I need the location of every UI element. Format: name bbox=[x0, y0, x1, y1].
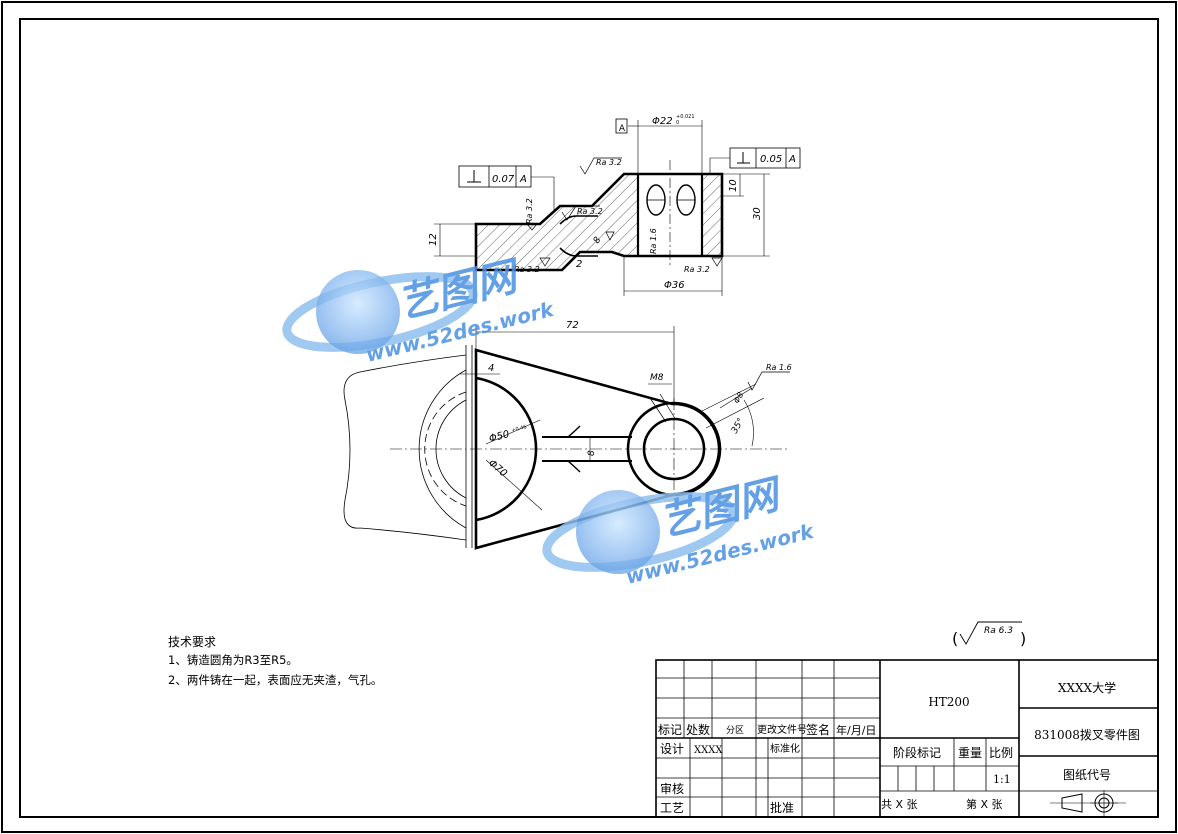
phi50-tolerance: +0.46 bbox=[511, 424, 527, 434]
angle-35: 35° bbox=[730, 417, 747, 436]
dim-72: 72 bbox=[566, 320, 579, 331]
svg-text:): ) bbox=[1020, 629, 1026, 648]
label-change-doc: 更改文件号 bbox=[757, 723, 807, 736]
perp-left-tolerance: 0.07 bbox=[492, 174, 515, 185]
roughness-top: Ra 3.2 bbox=[596, 158, 622, 167]
perp-right-datum: A bbox=[788, 154, 796, 165]
dim-10: 10 bbox=[728, 179, 739, 192]
scale-value: 1:1 bbox=[993, 773, 1011, 786]
dim-phi36: Φ36 bbox=[664, 280, 685, 291]
dim-2: 2 bbox=[576, 259, 582, 270]
dim-12: 12 bbox=[428, 233, 439, 246]
roughness-general: Ra 6.3 bbox=[984, 626, 1013, 636]
svg-text:(: ( bbox=[952, 629, 958, 648]
dim-8-arm: 8 bbox=[587, 450, 597, 456]
label-zone: 分区 bbox=[726, 725, 744, 736]
sheet-number: 第 X 张 bbox=[966, 797, 1003, 811]
label-drawing-code: 图纸代号 bbox=[1063, 768, 1111, 782]
tech-requirements: 技术要求 1、铸造圆角为R3至R5。 2、两件铸在一起，表面应无夹渣，气孔。 bbox=[168, 635, 382, 687]
dim-30: 30 bbox=[752, 207, 763, 220]
watermark-2: 艺图网 www.52des.work bbox=[542, 471, 817, 589]
roughness-bottom-left: Ra 3.2 bbox=[514, 265, 540, 274]
bore-tol-upper: +0.021 bbox=[676, 114, 695, 120]
designer-name: XXXX bbox=[694, 745, 723, 756]
label-date: 年/月/日 bbox=[836, 723, 876, 737]
label-count: 处数 bbox=[686, 722, 710, 737]
perp-right-tolerance: 0.05 bbox=[760, 154, 782, 165]
dim-phi8: Φ8 bbox=[732, 391, 745, 405]
dim-4: 4 bbox=[488, 363, 494, 374]
roughness-bore: Ra 1.6 bbox=[649, 228, 658, 254]
dim-8-section: 8 bbox=[592, 235, 604, 245]
label-approve: 批准 bbox=[770, 800, 794, 815]
bore-tol-lower: 0 bbox=[676, 120, 679, 126]
label-signature: 签名 bbox=[806, 722, 830, 737]
label-stage: 阶段标记 bbox=[893, 745, 941, 760]
tech-requirements-title: 技术要求 bbox=[168, 635, 216, 649]
dim-phi50: Φ50 bbox=[488, 429, 511, 445]
general-roughness: ( ) Ra 6.3 bbox=[952, 621, 1026, 648]
datum-a-label: A bbox=[619, 124, 626, 134]
tech-requirement-1: 1、铸造圆角为R3至R5。 bbox=[168, 653, 298, 667]
roughness-bottom-right: Ra 3.2 bbox=[684, 265, 710, 274]
top-view-labels: 72 4 M8 8 Φ50 +0.46 Φ70 Φ8 35° Ra 1.6 bbox=[486, 320, 792, 480]
dim-phi70: Φ70 bbox=[486, 458, 509, 480]
tech-requirement-2: 2、两件铸在一起，表面应无夹渣，气孔。 bbox=[168, 673, 382, 687]
roughness-hole: Ra 1.6 bbox=[766, 363, 792, 372]
drawing-name: 831008拨叉零件图 bbox=[1034, 728, 1140, 742]
title-block-text: 标记 处数 分区 更改文件号 签名 年/月/日 设计 XXXX 标准化 审核 工… bbox=[658, 680, 1140, 815]
section-view-labels: A Φ22 +0.021 0 0.07 A 0.05 A Ra 3.2 Ra 3… bbox=[428, 114, 796, 291]
label-weight: 重量 bbox=[958, 746, 982, 760]
top-view bbox=[343, 326, 790, 550]
inner-frame bbox=[19, 18, 1159, 818]
title-block bbox=[655, 659, 1159, 818]
dim-m8: M8 bbox=[650, 373, 664, 383]
perp-left-datum: A bbox=[519, 174, 527, 185]
bore-dimension: Φ22 bbox=[652, 116, 673, 127]
label-mark: 标记 bbox=[658, 723, 682, 737]
roughness-left: Ra 3.2 bbox=[525, 198, 534, 224]
school-name: XXXX大学 bbox=[1058, 680, 1116, 695]
label-design: 设计 bbox=[660, 742, 684, 756]
label-scale: 比例 bbox=[989, 746, 1013, 760]
roughness-step: Ra 3.2 bbox=[577, 207, 603, 216]
label-process: 工艺 bbox=[660, 801, 684, 815]
label-review: 审核 bbox=[660, 781, 684, 796]
material: HT200 bbox=[928, 695, 969, 709]
sheets-total: 共 X 张 bbox=[881, 798, 918, 811]
label-standardize: 标准化 bbox=[770, 742, 800, 755]
section-view bbox=[434, 118, 801, 296]
